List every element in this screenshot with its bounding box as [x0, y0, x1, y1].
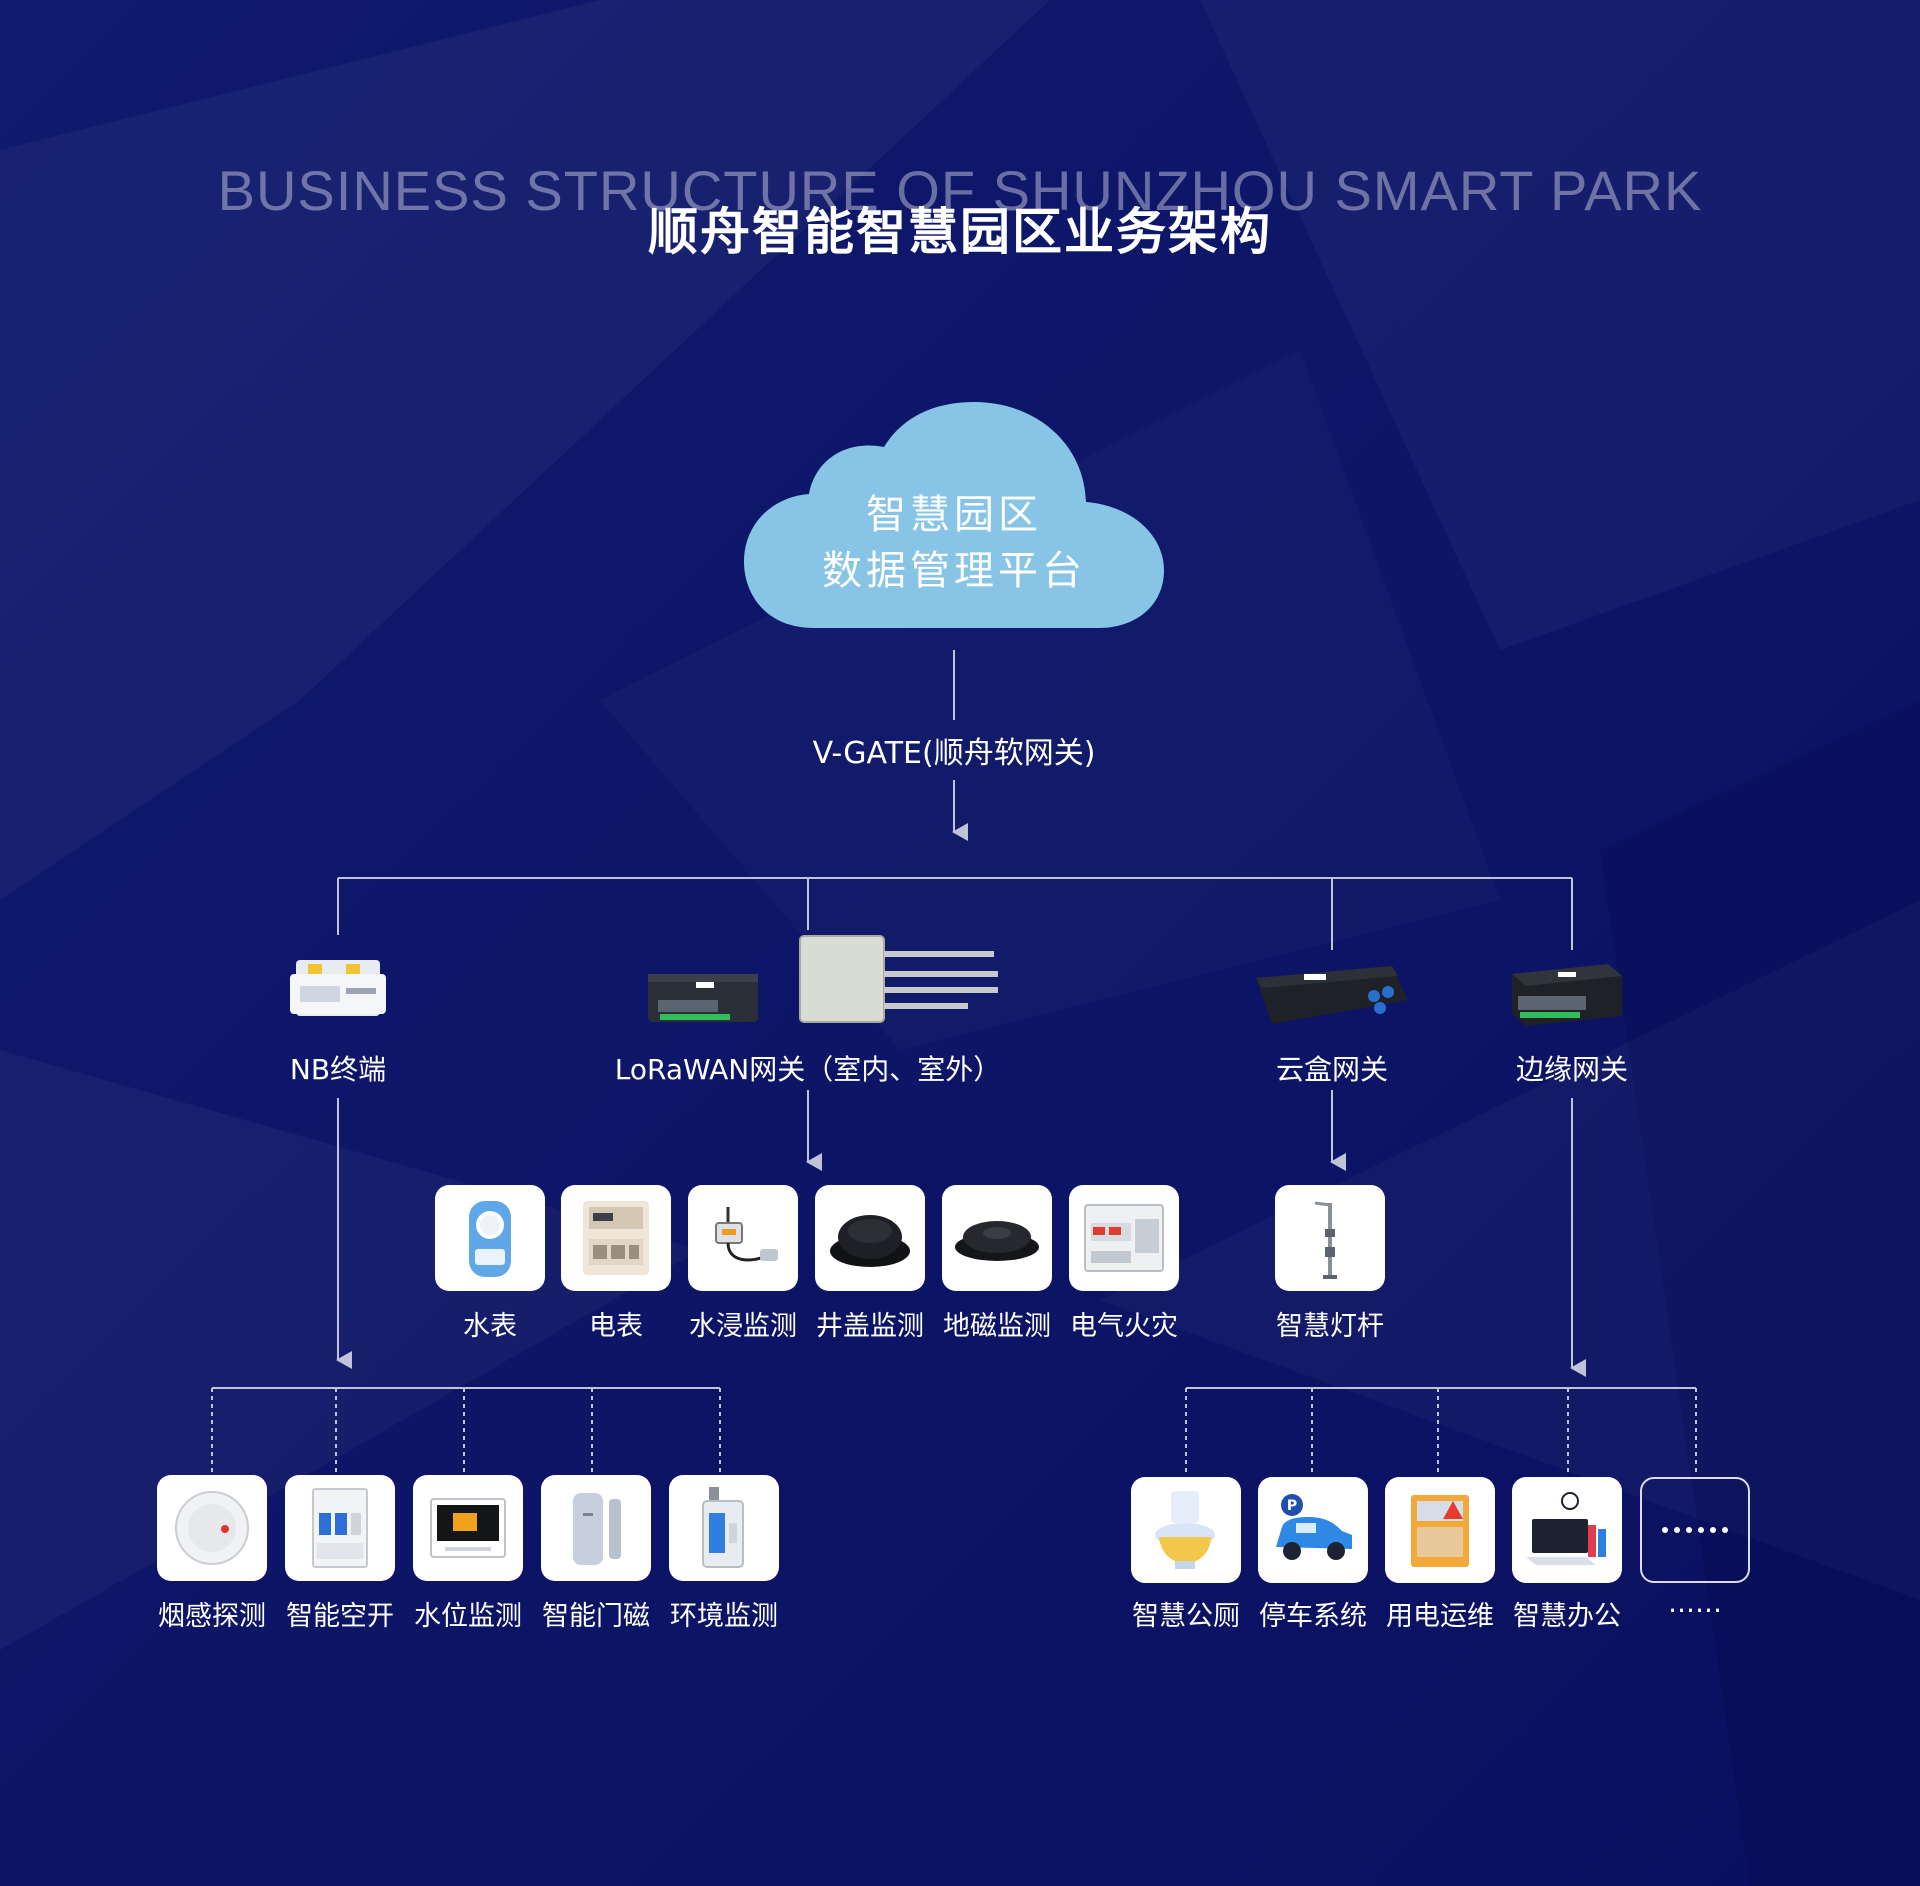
lorawan-indoor-gateway-icon — [648, 974, 758, 1022]
parking-icon: P — [1276, 1494, 1352, 1560]
device-label-breaker: 智能空开 — [286, 1601, 394, 1632]
title-chinese: 顺舟智能智慧园区业务架构 — [648, 203, 1272, 261]
water-level-icon — [430, 1498, 506, 1558]
device-card-smoke[interactable] — [157, 1475, 267, 1581]
device-label-smart-pole: 智慧灯杆 — [1276, 1311, 1384, 1342]
device-card-parking[interactable]: P — [1258, 1477, 1368, 1583]
cloud-title-line1: 智慧园区 — [866, 492, 1042, 538]
circuit-breaker-icon — [312, 1488, 368, 1568]
gateway-label-cloud-box: 云盒网关 — [1275, 1053, 1388, 1086]
gateway-label-edge: 边缘网关 — [1515, 1053, 1628, 1086]
device-card-environment[interactable] — [669, 1475, 779, 1581]
device-label-electrical-fire: 电气火灾 — [1070, 1311, 1178, 1342]
device-card-water-leak[interactable] — [688, 1185, 798, 1291]
device-label-water-meter: 水表 — [463, 1311, 517, 1342]
geomagnetic-sensor-icon — [955, 1221, 1039, 1261]
cloud-platform-icon — [744, 402, 1164, 628]
electrical-fire-icon — [1084, 1204, 1164, 1272]
device-label-electric-meter: 电表 — [589, 1311, 643, 1342]
gateway-label-lorawan: LoRaWAN网关（室内、室外） — [614, 1053, 1002, 1086]
gateway-label-nb: NB终端 — [289, 1053, 387, 1086]
electric-meter-icon — [583, 1201, 649, 1275]
cloud-title-line2: 数据管理平台 — [822, 548, 1086, 594]
device-card-electric-meter[interactable] — [561, 1185, 671, 1291]
device-label-office: 智慧办公 — [1513, 1601, 1621, 1632]
device-card-geomagnetic[interactable] — [942, 1185, 1052, 1291]
device-card-water-meter[interactable] — [435, 1185, 545, 1291]
cloud-box-icon — [1256, 966, 1408, 1024]
power-maintenance-icon — [1411, 1495, 1469, 1567]
device-card-water-level[interactable] — [413, 1475, 523, 1581]
device-label-manhole: 井盖监测 — [816, 1311, 924, 1342]
device-label-parking: 停车系统 — [1259, 1601, 1367, 1632]
device-label-water-level: 水位监测 — [414, 1601, 522, 1632]
device-label-smoke: 烟感探测 — [158, 1601, 266, 1632]
more-dots-icon — [1662, 1527, 1728, 1533]
device-label-water-leak: 水浸监测 — [689, 1311, 797, 1342]
device-card-smart-pole[interactable] — [1275, 1185, 1385, 1291]
door-sensor-icon — [573, 1493, 621, 1565]
device-label-door: 智能门磁 — [542, 1601, 650, 1632]
device-card-power[interactable] — [1385, 1477, 1495, 1583]
vgate-label: V-GATE(顺舟软网关) — [812, 736, 1096, 771]
environment-sensor-icon — [702, 1487, 744, 1568]
water-meter-icon — [469, 1201, 511, 1277]
device-card-toilet[interactable] — [1131, 1477, 1241, 1583]
manhole-sensor-icon — [830, 1215, 910, 1267]
edge-gateway-icon — [1512, 964, 1622, 1026]
lorawan-outdoor-gateway-icon — [799, 935, 998, 1023]
device-label-geomagnetic: 地磁监测 — [943, 1311, 1051, 1342]
smart-pole-icon — [1314, 1201, 1337, 1279]
device-card-breaker[interactable] — [285, 1475, 395, 1581]
device-label-toilet: 智慧公厕 — [1132, 1601, 1240, 1632]
device-card-electrical-fire[interactable] — [1069, 1185, 1179, 1291]
smoke-detector-icon — [175, 1491, 249, 1565]
office-icon — [1526, 1492, 1606, 1565]
device-card-manhole[interactable] — [815, 1185, 925, 1291]
device-card-door[interactable] — [541, 1475, 651, 1581]
device-label-environment: 环境监测 — [670, 1601, 778, 1632]
title-english: BUSINESS STRUCTURE OF SHUNZHOU SMART PAR… — [217, 159, 1703, 222]
svg-text:P: P — [1287, 1498, 1297, 1514]
device-card-office[interactable] — [1512, 1477, 1622, 1583]
device-label-more: …… — [1668, 1588, 1722, 1619]
device-card-more[interactable] — [1640, 1477, 1750, 1583]
toilet-icon — [1155, 1491, 1215, 1569]
nb-terminal-icon — [290, 960, 386, 1016]
device-label-power: 用电运维 — [1386, 1601, 1494, 1632]
water-leak-sensor-icon — [715, 1207, 778, 1262]
